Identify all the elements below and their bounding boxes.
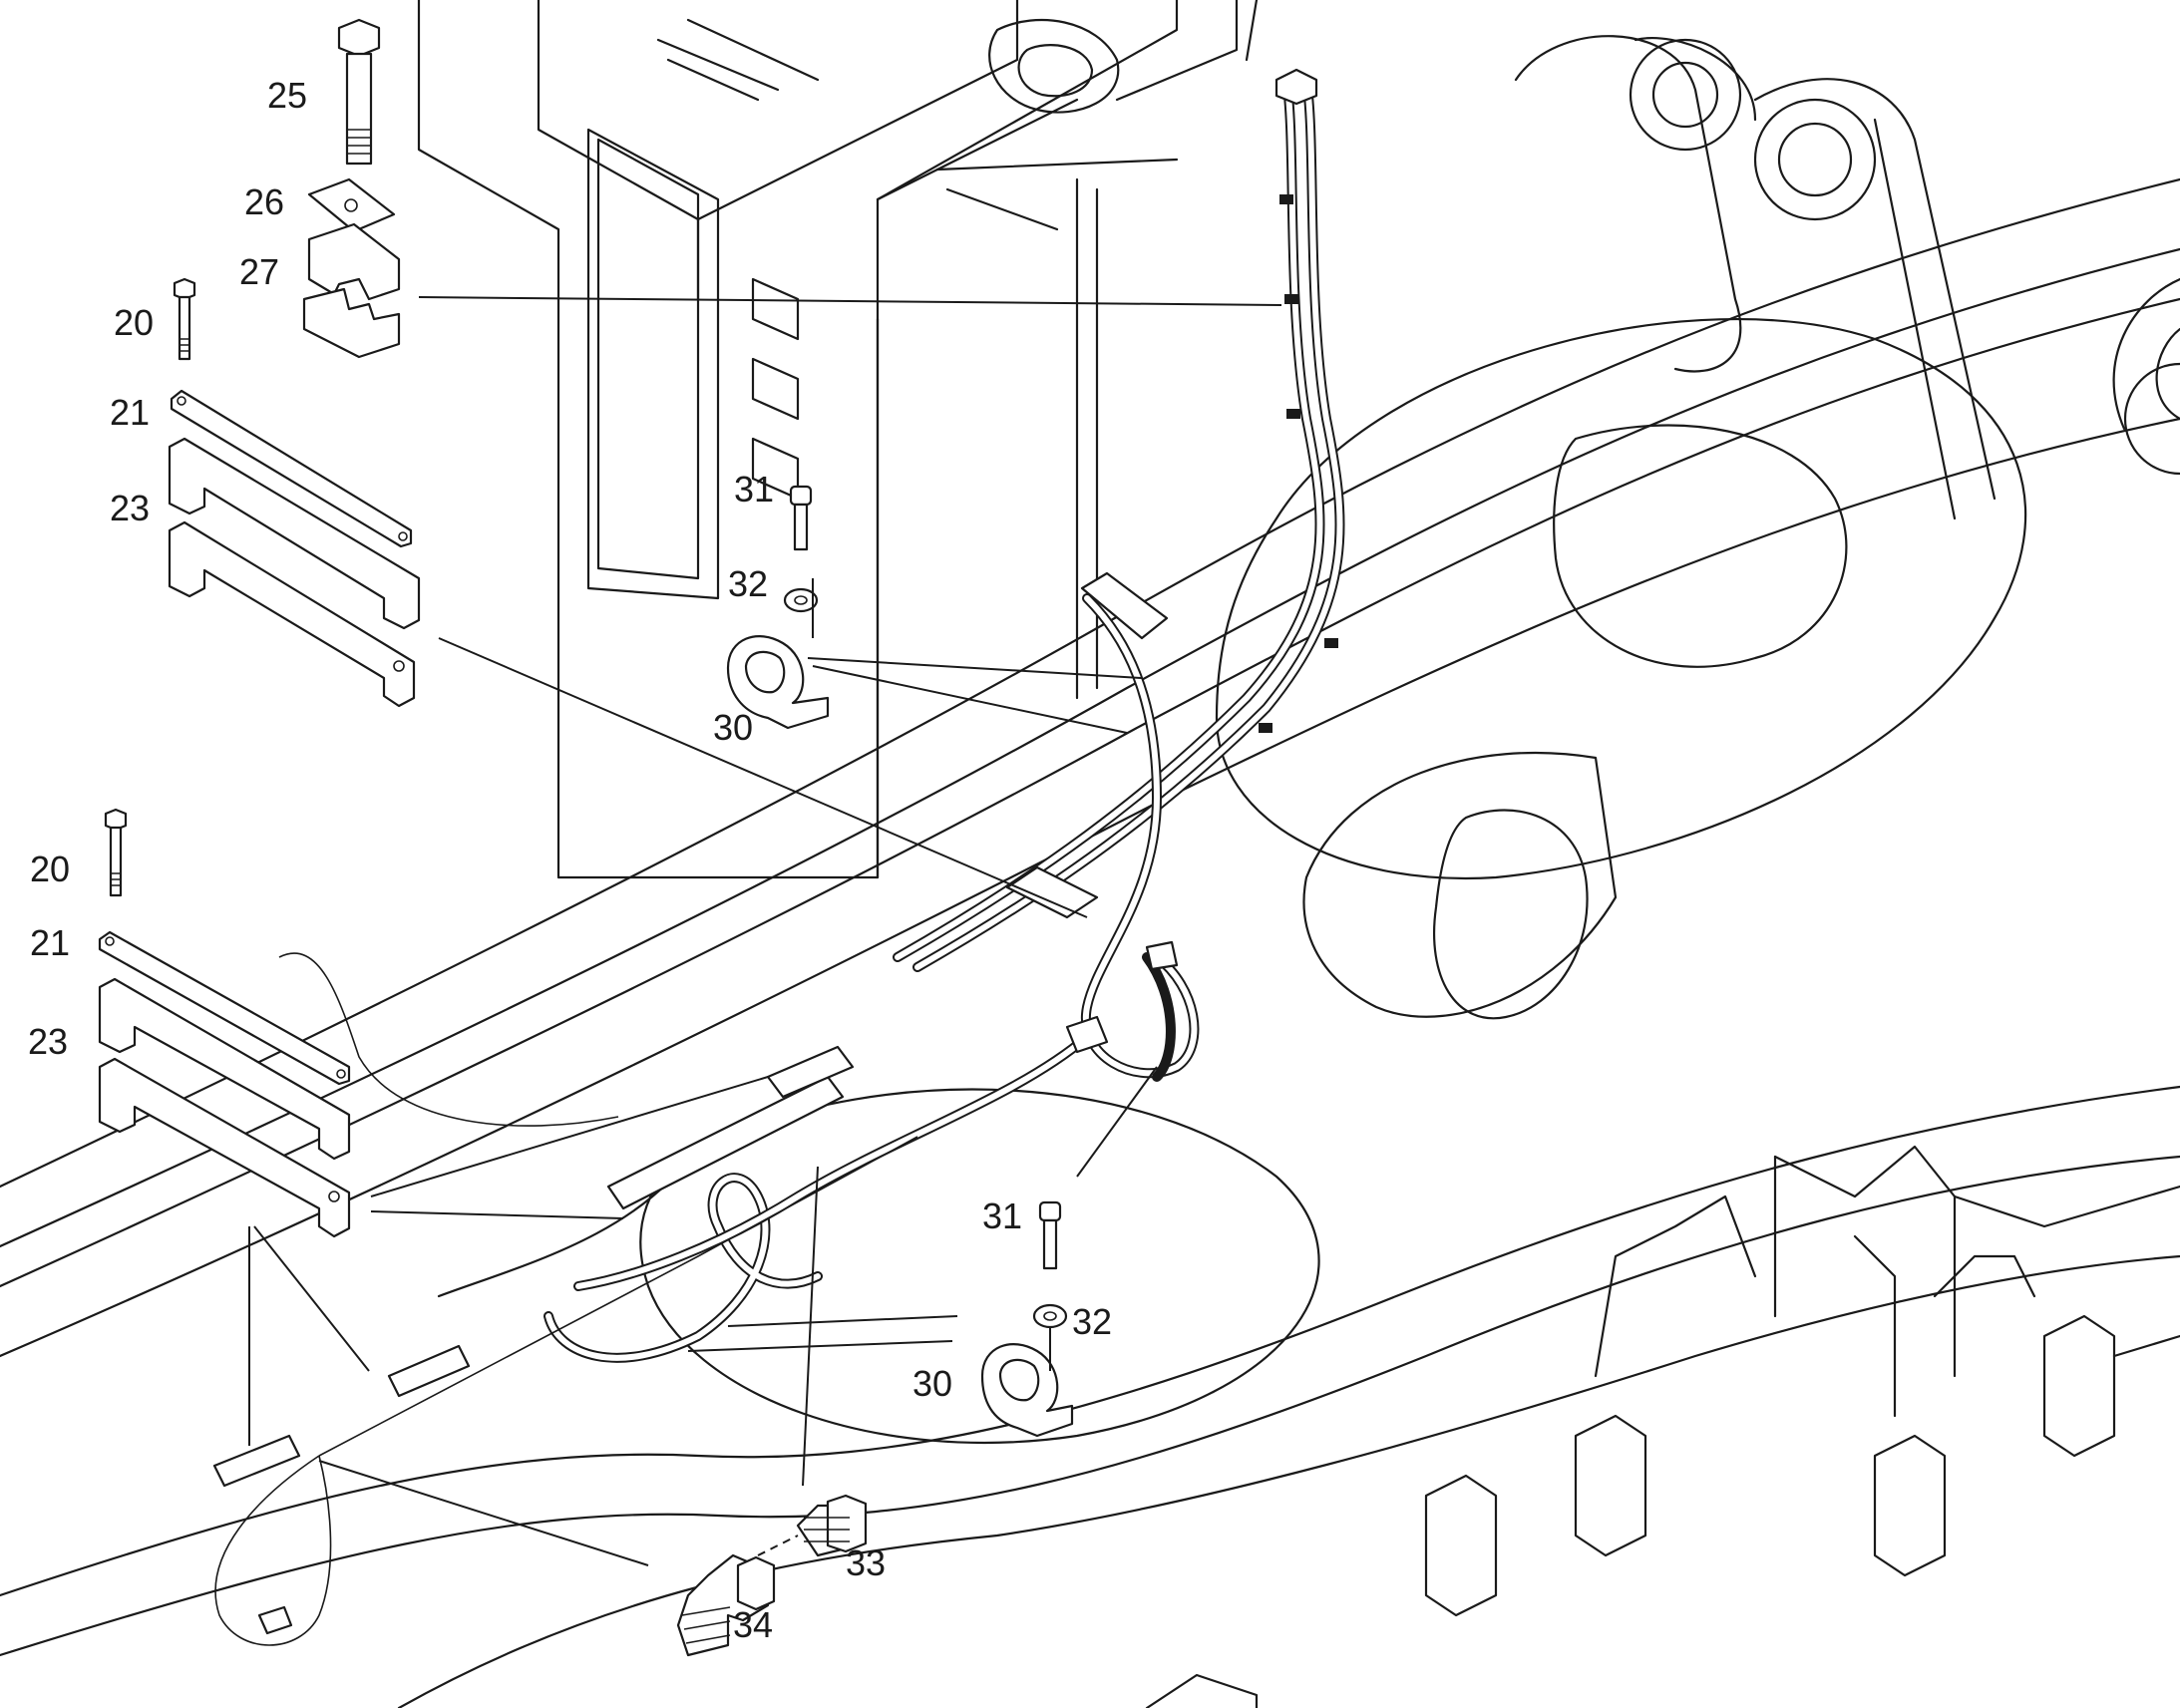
pipe-clip-30-upper <box>726 635 830 730</box>
callout-23-upper: 23 <box>110 488 150 528</box>
callout-32-upper: 32 <box>728 563 768 604</box>
callout-33: 33 <box>846 1542 886 1583</box>
adapter-33 <box>796 1494 868 1557</box>
callout-23-lower: 23 <box>28 1021 68 1062</box>
bolt-20-upper <box>173 277 196 361</box>
callout-31-upper: 31 <box>734 469 774 510</box>
bracket-23-lower-a <box>98 977 351 1161</box>
callout-21-upper: 21 <box>110 392 150 433</box>
screw-31-upper <box>789 485 813 551</box>
callout-26: 26 <box>244 181 284 222</box>
callout-20-upper: 20 <box>114 302 154 343</box>
callout-27: 27 <box>239 251 279 292</box>
pipe-clip-30-lower <box>980 1343 1074 1438</box>
callout-30-lower: 30 <box>912 1363 952 1404</box>
bracket-23-lower-b <box>98 1057 351 1238</box>
elbow-fitting-34 <box>676 1553 776 1657</box>
callout-21-lower: 21 <box>30 922 70 963</box>
bolt-20-lower <box>104 808 128 897</box>
screw-31-lower <box>1038 1200 1062 1270</box>
callout-30-upper: 30 <box>713 707 753 748</box>
strap-21-upper <box>170 389 413 548</box>
callout-34: 34 <box>733 1604 773 1645</box>
leader-lines <box>248 296 1282 1566</box>
bolt-25 <box>337 18 381 166</box>
strap-21-lower <box>98 930 351 1086</box>
clamp-plate-26 <box>307 177 396 233</box>
washer-32-upper <box>783 587 819 613</box>
clamp-halves-27 <box>302 222 401 359</box>
callout-32-lower: 32 <box>1072 1301 1112 1342</box>
bracket-23-upper-a <box>168 437 421 630</box>
callout-25: 25 <box>267 75 307 116</box>
washer-32-lower <box>1032 1303 1068 1329</box>
callouts: 25 26 27 20 21 23 31 32 30 20 21 23 31 3… <box>28 75 1112 1645</box>
hydraulic-hoses <box>214 75 1345 1646</box>
hose-fittings <box>212 68 1338 1635</box>
callout-20-lower: 20 <box>30 849 70 889</box>
bracket-23-upper-b <box>168 520 416 708</box>
callout-31-lower: 31 <box>982 1196 1022 1236</box>
